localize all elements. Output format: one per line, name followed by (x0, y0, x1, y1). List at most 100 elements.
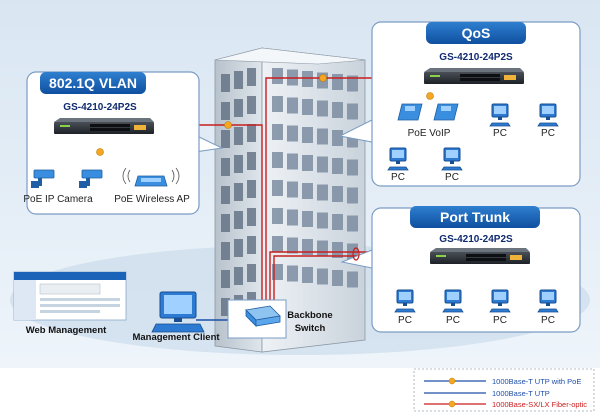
pc-icon (442, 289, 464, 313)
building-window (317, 240, 328, 257)
qos-panel-title: QoS (462, 25, 491, 41)
poe-marker (96, 148, 104, 156)
building-window (332, 242, 343, 258)
building-window (302, 99, 313, 115)
pc-icon (537, 289, 559, 313)
web-management-screenshot (13, 271, 127, 321)
ip-camera-icon (31, 169, 103, 188)
building-window (234, 71, 243, 89)
building-window (221, 298, 230, 316)
building-window (234, 211, 243, 229)
building-window (272, 124, 283, 140)
building-window (287, 97, 298, 114)
pc-icon (387, 147, 409, 171)
building-window (302, 71, 313, 87)
building-window (302, 183, 313, 199)
pc-label: PC (446, 315, 460, 326)
building-window (272, 68, 283, 84)
building-window (347, 215, 358, 232)
trunk-switch-model: GS-4210-24P2S (439, 234, 513, 245)
poe-voip-label: PoE VoIP (408, 128, 451, 139)
building-window (272, 264, 283, 280)
building-window (317, 212, 328, 229)
building-window (332, 186, 343, 202)
vlan-switch (54, 118, 154, 134)
legend-poe-label: 1000Base-T UTP with PoE (492, 377, 581, 386)
legend: 1000Base-T UTP with PoE 1000Base-T UTP 1… (413, 368, 595, 412)
trunk-marker (352, 247, 360, 261)
building-window (302, 239, 313, 255)
building-window (332, 74, 343, 90)
legend-fiber-label: 1000Base-SX/LX Fiber-optic (492, 400, 587, 409)
poe-marker (224, 121, 232, 129)
management-client-label: Management Client (132, 332, 220, 343)
pc-icon (489, 103, 511, 127)
building-window (234, 99, 243, 117)
poe-wireless-ap-label: PoE Wireless AP (114, 194, 190, 205)
building-window (247, 208, 256, 226)
building-window (272, 152, 283, 168)
pc-label: PC (398, 315, 412, 326)
building-window (247, 236, 256, 254)
building-window (347, 131, 358, 148)
building-window (347, 187, 358, 204)
building-window (247, 180, 256, 198)
building-window (302, 267, 313, 283)
building-window (302, 211, 313, 227)
poe-ip-camera-label: PoE IP Camera (23, 194, 93, 205)
building-window (247, 124, 256, 142)
building-window (221, 74, 230, 92)
building-window (234, 127, 243, 145)
port-trunk-panel: Port Trunk GS-4210-24P2S PC PC PC PC (352, 206, 581, 333)
building-window (247, 152, 256, 170)
pc-label: PC (493, 128, 507, 139)
trunk-switch (430, 248, 530, 264)
backbone-switch-label: Switch (295, 323, 326, 334)
building-window (317, 184, 328, 201)
building-window (347, 271, 358, 288)
pc-icon (537, 103, 559, 127)
building-window (287, 209, 298, 226)
building-window (272, 96, 283, 112)
building-window (247, 264, 256, 282)
building-window (221, 158, 230, 176)
building-window (287, 125, 298, 142)
building-window (247, 68, 256, 86)
building-window (221, 214, 230, 232)
building-window (347, 103, 358, 120)
building-window (287, 181, 298, 198)
web-management-label: Web Management (26, 325, 107, 336)
building-window (302, 155, 313, 171)
qos-panel: QoS GS-4210-24P2S PoE VoIP PC PC PC PC (371, 21, 581, 187)
building-window (287, 265, 298, 282)
qos-switch (424, 68, 524, 84)
building-window (332, 102, 343, 118)
voip-phone-icon (397, 103, 459, 121)
building-window (234, 183, 243, 201)
building-window (221, 102, 230, 120)
pc-icon (394, 289, 416, 313)
legend-utp-label: 1000Base-T UTP (492, 389, 550, 398)
building-window (347, 75, 358, 92)
building-window (302, 127, 313, 143)
building-window (317, 156, 328, 173)
poe-marker (319, 74, 327, 82)
port-trunk-panel-title: Port Trunk (440, 209, 510, 225)
building-window (272, 236, 283, 252)
building-window (317, 128, 328, 145)
poe-marker (426, 92, 434, 100)
building-window (317, 268, 328, 285)
building-window (332, 158, 343, 174)
building-window (287, 237, 298, 254)
management-client-pc (151, 291, 205, 333)
building-window (287, 153, 298, 170)
vlan-panel: 802.1Q VLAN GS-4210-24P2S PoE IP Camera … (23, 71, 200, 215)
building-window (221, 242, 230, 260)
pc-icon (441, 147, 463, 171)
building-window (332, 214, 343, 230)
backbone-switch-label: Backbone (287, 310, 332, 321)
pc-label: PC (541, 315, 555, 326)
pc-icon (489, 289, 511, 313)
